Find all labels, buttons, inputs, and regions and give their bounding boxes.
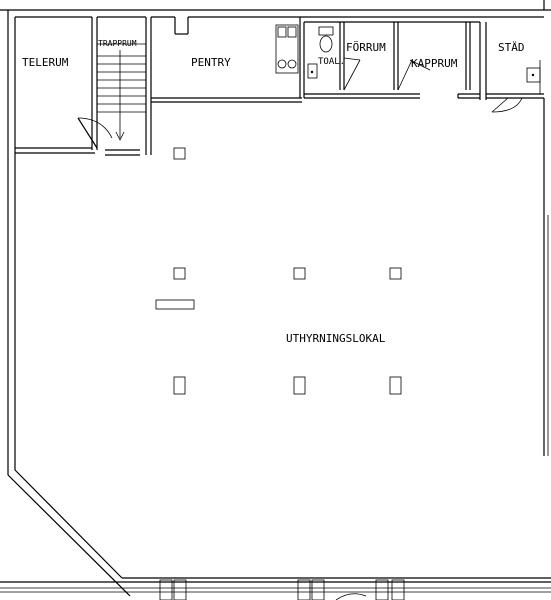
pentry-room [151, 16, 302, 103]
room-label-uthyrningslokal: UTHYRNINGSLOKAL [286, 332, 386, 345]
outer-wall-top [0, 0, 551, 475]
trapprum-stairs [97, 16, 152, 155]
wet-room-doors [343, 57, 523, 113]
room-label-trapprum: TRAPPRUM [98, 39, 137, 48]
outer-wall-right [543, 98, 549, 456]
wet-rooms-walls [299, 16, 544, 100]
room-label-kapprum: KAPPRUM [411, 57, 458, 70]
room-label-toal: TOAL. [318, 57, 345, 67]
columns [155, 147, 402, 395]
room-label-forrum: FÖRRUM [346, 41, 386, 54]
stad-sink [526, 60, 541, 94]
room-label-pentry: PENTRY [191, 56, 231, 69]
room-label-telerum: TELERUM [22, 56, 69, 69]
trapprum-door [77, 117, 140, 156]
pentry-stove [275, 24, 299, 74]
outer-wall-bottom [0, 469, 551, 600]
toilet-fixture [307, 26, 334, 79]
room-label-stad: STÄD [498, 41, 525, 54]
telerum-room [15, 17, 98, 154]
